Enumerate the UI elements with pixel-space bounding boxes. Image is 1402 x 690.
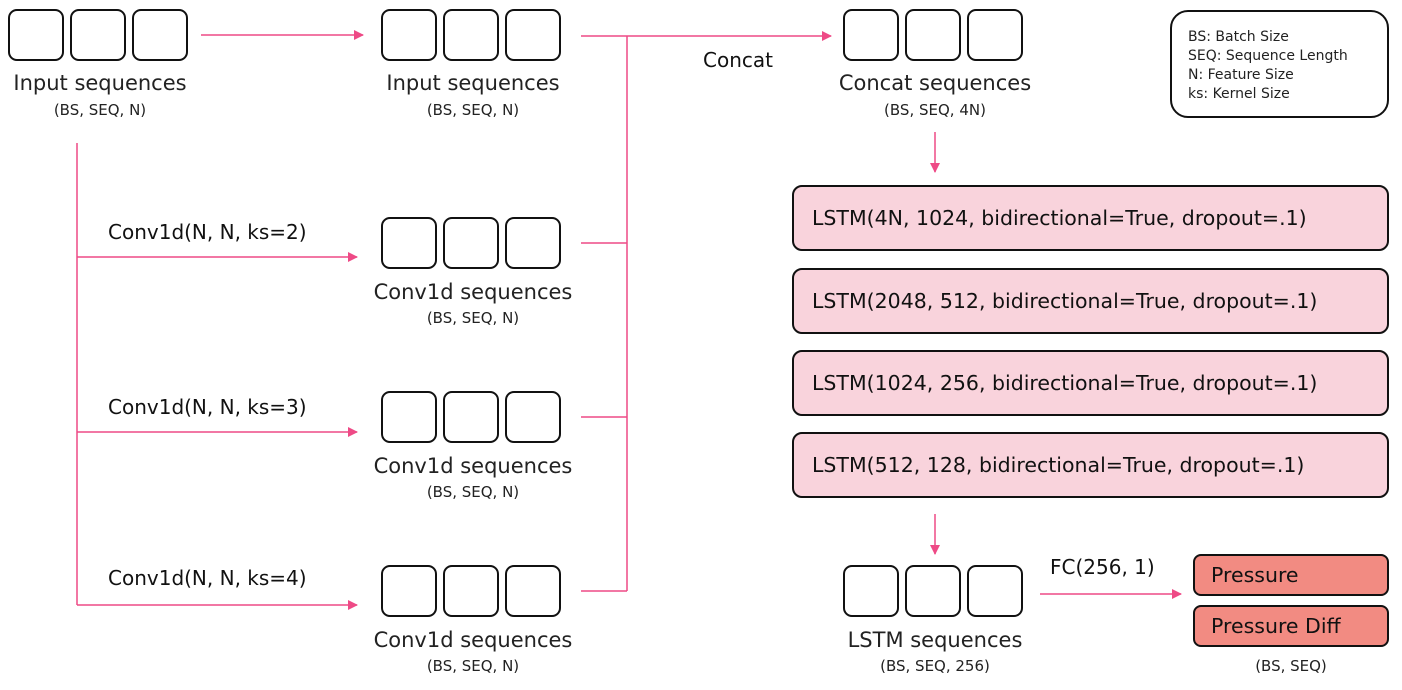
sequence-cell	[70, 9, 126, 61]
concat-sequences-label: Concat sequences	[838, 71, 1032, 95]
sequence-cell	[505, 9, 561, 61]
sequence-cell	[381, 9, 437, 61]
fc-op-label: FC(256, 1)	[1050, 555, 1155, 579]
input-sequences-label: Input sequences	[13, 71, 187, 95]
concat-sequence-block	[843, 9, 1023, 61]
conv-ks2-shape: (BS, SEQ, N)	[426, 309, 520, 327]
lstm-sequences-label: LSTM sequences	[847, 628, 1023, 652]
input-copy-shape: (BS, SEQ, N)	[426, 101, 520, 119]
lstm-output-sequence-block	[843, 565, 1023, 617]
legend-item: N: Feature Size	[1188, 67, 1294, 83]
sequence-cell	[381, 217, 437, 269]
sequence-cell	[843, 9, 899, 61]
sequence-cell	[905, 565, 961, 617]
sequence-cell	[443, 9, 499, 61]
conv-ks3-label: Conv1d sequences	[373, 454, 573, 478]
lstm-layer-3: LSTM(1024, 256, bidirectional=True, drop…	[792, 350, 1389, 416]
conv-ks3-shape: (BS, SEQ, N)	[426, 483, 520, 501]
conv-ks2-label: Conv1d sequences	[373, 280, 573, 304]
lstm-layer-2: LSTM(2048, 512, bidirectional=True, drop…	[792, 268, 1389, 334]
sequence-cell	[505, 217, 561, 269]
sequence-cell	[843, 565, 899, 617]
conv-ks2-op-label: Conv1d(N, N, ks=2)	[108, 220, 307, 244]
legend-item: BS: Batch Size	[1188, 29, 1289, 45]
input-sequences-shape: (BS, SEQ, N)	[53, 101, 147, 119]
conv-ks3-sequence-block	[381, 391, 561, 443]
output-pressure: Pressure	[1193, 554, 1389, 596]
concat-op-label: Concat	[703, 48, 773, 72]
sequence-cell	[381, 565, 437, 617]
sequence-cell	[132, 9, 188, 61]
sequence-cell	[505, 565, 561, 617]
input-copy-label: Input sequences	[386, 71, 560, 95]
output-pressure-diff: Pressure Diff	[1193, 605, 1389, 647]
input-copy-sequence-block	[381, 9, 561, 61]
conv-ks4-sequence-block	[381, 565, 561, 617]
legend-item: ks: Kernel Size	[1188, 86, 1290, 102]
sequence-cell	[381, 391, 437, 443]
sequence-cell	[905, 9, 961, 61]
conv-ks4-op-label: Conv1d(N, N, ks=4)	[108, 566, 307, 590]
conv-ks4-shape: (BS, SEQ, N)	[426, 657, 520, 675]
sequence-cell	[443, 565, 499, 617]
sequence-cell	[443, 217, 499, 269]
conv-ks4-label: Conv1d sequences	[373, 628, 573, 652]
sequence-cell	[967, 565, 1023, 617]
sequence-cell	[443, 391, 499, 443]
sequence-cell	[967, 9, 1023, 61]
conv-ks2-sequence-block	[381, 217, 561, 269]
lstm-layer-1: LSTM(4N, 1024, bidirectional=True, dropo…	[792, 185, 1389, 251]
legend-item: SEQ: Sequence Length	[1188, 48, 1348, 64]
legend-box: BS: Batch Size SEQ: Sequence Length N: F…	[1170, 10, 1389, 118]
sequence-cell	[505, 391, 561, 443]
input-sequence-block	[8, 9, 188, 61]
concat-sequences-shape: (BS, SEQ, 4N)	[884, 101, 986, 119]
lstm-sequences-shape: (BS, SEQ, 256)	[880, 657, 990, 675]
sequence-cell	[8, 9, 64, 61]
conv-ks3-op-label: Conv1d(N, N, ks=3)	[108, 395, 307, 419]
lstm-layer-4: LSTM(512, 128, bidirectional=True, dropo…	[792, 432, 1389, 498]
outputs-shape: (BS, SEQ)	[1255, 657, 1327, 675]
